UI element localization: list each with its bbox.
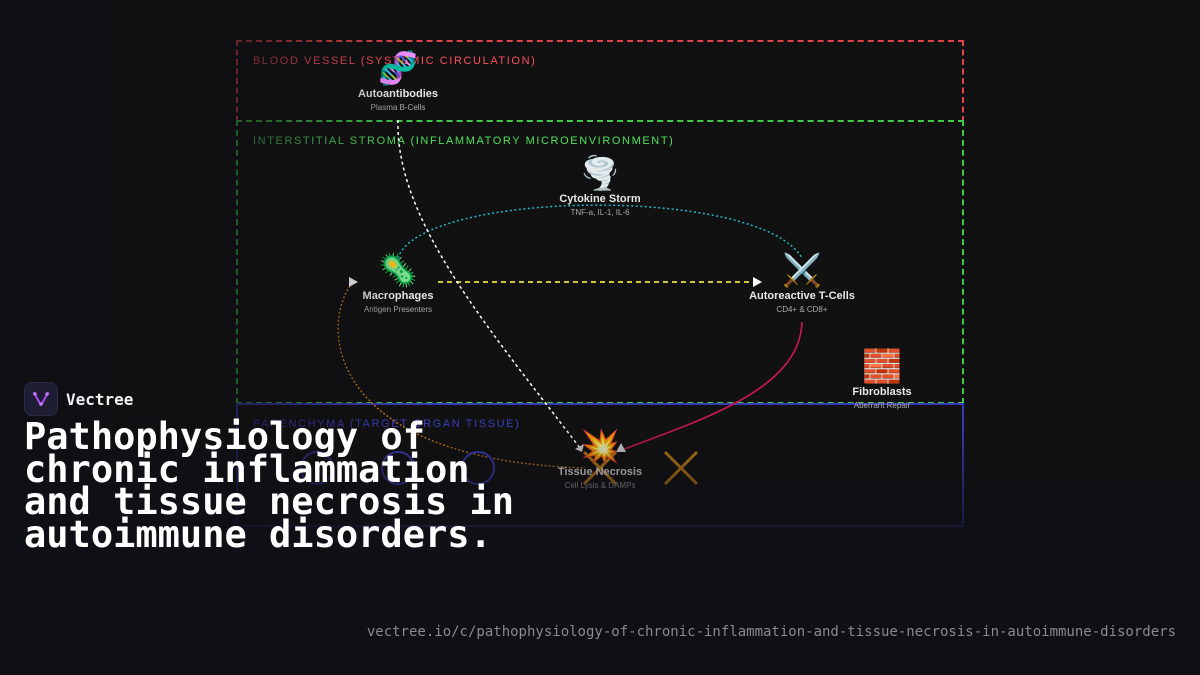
dna-icon: 🧬: [378, 49, 418, 87]
node-subtitle: TNF-a, IL-1, IL-6: [570, 208, 630, 217]
page-title: Pathophysiology of chronic inflammation …: [24, 415, 515, 556]
node-fibroblasts: 🧱 Fibroblasts Aberrant Repair: [792, 348, 972, 410]
crossed-swords-icon: ⚔️: [782, 251, 822, 289]
brand-name: Vectree: [66, 389, 134, 409]
node-name: Cytokine Storm: [559, 193, 641, 205]
node-subtitle: Antigen Presenters: [363, 305, 433, 314]
vectree-logo-icon: [24, 382, 58, 416]
page-url[interactable]: vectree.io/c/pathophysiology-of-chronic-…: [366, 624, 1176, 640]
node-macrophages: 🦠 Macrophages Antigen Presenters: [308, 252, 488, 314]
node-subtitle: Plasma B-Cells: [370, 103, 426, 112]
microbe-icon: 🦠: [378, 251, 418, 289]
node-name: Macrophages: [362, 290, 434, 302]
node-subtitle: CD4+ & CD8+: [776, 305, 828, 314]
brick-icon: 🧱: [862, 347, 902, 385]
node-name: Fibroblasts: [852, 386, 912, 398]
tornado-icon: 🌪️: [580, 154, 620, 192]
node-name: Autoreactive T-Cells: [749, 290, 855, 302]
node-autoreactive-t-cells: ⚔️ Autoreactive T-Cells CD4+ & CD8+: [712, 252, 892, 314]
node-subtitle: Aberrant Repair: [853, 401, 911, 410]
node-autoantibodies: 🧬 Autoantibodies Plasma B-Cells: [308, 50, 488, 112]
brand[interactable]: Vectree: [24, 382, 133, 416]
node-name: Autoantibodies: [357, 88, 439, 100]
node-cytokine-storm: 🌪️ Cytokine Storm TNF-a, IL-1, IL-6: [510, 155, 690, 217]
